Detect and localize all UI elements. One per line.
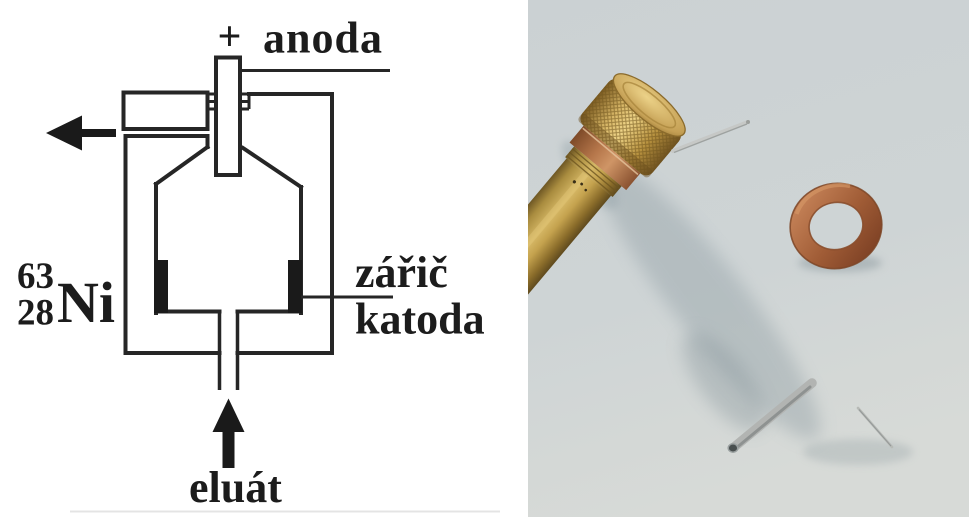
cap-top-face xyxy=(612,73,686,137)
label-katoda: katoda xyxy=(355,295,485,344)
knurled-knob-top xyxy=(578,73,686,178)
outlet-port-box xyxy=(121,90,210,131)
cathode-bar-right xyxy=(288,260,302,313)
inlet-tube xyxy=(217,313,240,390)
label-eluat: eluát xyxy=(189,463,282,512)
label-anoda: anoda xyxy=(263,14,383,63)
neck-rings xyxy=(565,146,622,197)
copper-washer xyxy=(789,182,883,270)
needle-pin-bottom xyxy=(856,406,894,449)
label-isotope-mass: 63 xyxy=(17,256,54,297)
steel-inlet-tube xyxy=(727,378,817,453)
ecd-schematic: + anoda 63 28 Ni zářič katoda eluát xyxy=(17,14,500,513)
cathode-bar-left xyxy=(154,260,168,313)
anode-pin-top xyxy=(671,120,750,154)
schematic-panel: + anoda 63 28 Ni zářič katoda eluát xyxy=(17,14,500,513)
main-brass-tube xyxy=(528,158,612,308)
label-isotope-atomic: 28 xyxy=(17,293,54,334)
label-isotope-symbol: Ni xyxy=(57,270,115,335)
anode-rod xyxy=(214,55,242,177)
copper-collar xyxy=(569,125,641,191)
inlet-arrow-icon xyxy=(212,398,245,468)
brass-detector-body xyxy=(528,73,686,308)
label-polarity-plus: + xyxy=(218,14,242,60)
label-zaric: zářič xyxy=(355,248,448,297)
detector-chamber-outline xyxy=(123,92,334,355)
photo-panel xyxy=(528,0,969,517)
anode-seal-hatch xyxy=(207,92,251,111)
outlet-arrow-icon xyxy=(46,115,116,151)
detector-photo xyxy=(528,0,969,517)
inner-vessel-outline xyxy=(153,144,304,315)
